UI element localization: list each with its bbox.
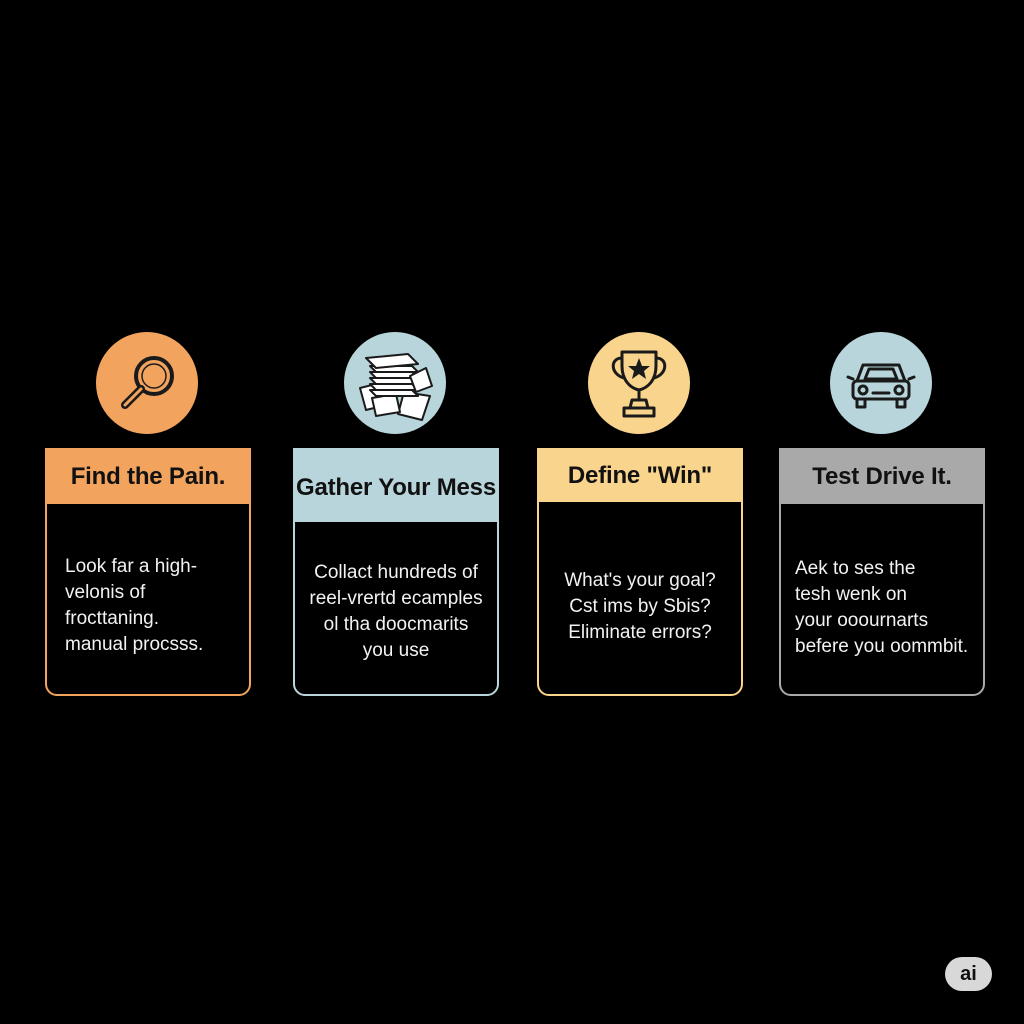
description-line: What's your goal? xyxy=(564,570,716,591)
step-title: Define "Win" xyxy=(537,448,743,502)
description-line: Cst ims by Sbis? xyxy=(569,596,711,617)
step-card: Find the Pain. Look far a high- velonis … xyxy=(45,448,251,696)
step-card: Test Drive It. Aek to ses the tesh wenk … xyxy=(779,448,985,696)
step-title: Gather Your Mess xyxy=(293,448,499,522)
description-line: Aek to ses the xyxy=(795,558,916,579)
step-card: Define "Win" What's your goal? Cst ims b… xyxy=(537,448,743,696)
car-icon xyxy=(830,332,932,434)
description-line: befere you oommbit. xyxy=(795,636,969,657)
magnifying-glass-icon xyxy=(96,332,198,434)
step-title: Test Drive It. xyxy=(779,448,985,504)
step-description: Aek to ses the tesh wenk on your ooourna… xyxy=(795,556,973,660)
description-line: Collact hundreds of xyxy=(314,562,478,583)
step-description: Collact hundreds of reel-vrertd ecamples… xyxy=(305,560,487,664)
step-title: Find the Pain. xyxy=(45,448,251,504)
ai-badge: ai xyxy=(945,957,992,991)
description-line: manual procsss. xyxy=(65,634,204,655)
description-line: your ooournarts xyxy=(795,610,929,631)
paper-stack-icon xyxy=(344,332,446,434)
step-card: Gather Your Mess Collact hundreds of ree… xyxy=(293,448,499,696)
step-description: What's your goal? Cst ims by Sbis? Elimi… xyxy=(549,568,731,646)
trophy-icon xyxy=(588,332,690,434)
step-description: Look far a high- velonis of frocttaning.… xyxy=(65,554,239,658)
description-line: reel-vrertd ecamples xyxy=(309,588,483,609)
description-line: ol tha doocmarits xyxy=(323,614,469,635)
description-line: Look far a high- xyxy=(65,556,198,577)
description-line: frocttaning. xyxy=(65,608,159,629)
description-line: you use xyxy=(362,640,430,661)
description-line: velonis of xyxy=(65,582,146,603)
description-line: tesh wenk on xyxy=(795,584,907,605)
description-line: Eliminate errors? xyxy=(568,622,712,643)
